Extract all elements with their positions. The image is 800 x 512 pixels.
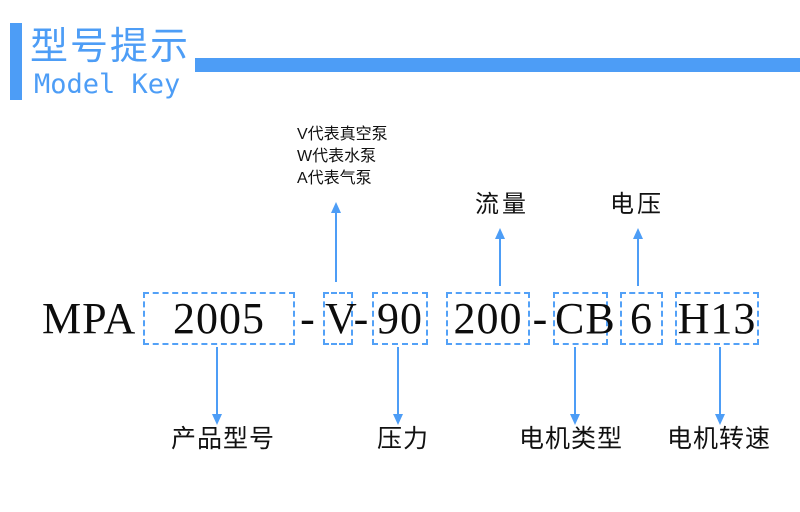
pump-type-note: V代表真空泵 W代表水泵 A代表气泵 — [297, 124, 388, 190]
flow-label: 流量 — [475, 192, 529, 218]
pressure-label: 压力 — [377, 426, 430, 453]
arrow-down-icon — [397, 347, 399, 414]
model-prefix: MPA — [42, 294, 137, 343]
page-title: 型号提示 — [30, 26, 191, 68]
model-segment-voltage: 6 — [620, 292, 663, 345]
arrow-down-icon — [719, 347, 721, 414]
arrow-down-icon — [216, 347, 218, 414]
model-separator: - — [532, 294, 549, 343]
model-segment-pump-type: V — [323, 292, 358, 345]
motor-type-label: 电机类型 — [519, 426, 624, 453]
model-segment-motor-type: CB — [553, 292, 616, 345]
model-segment-flow: 200 — [446, 292, 530, 345]
note-line: W代表水泵 — [297, 148, 377, 165]
note-line: A代表气泵 — [297, 170, 372, 187]
arrow-up-icon — [499, 239, 501, 286]
arrow-up-icon — [335, 213, 337, 282]
product-model-label: 产品型号 — [171, 426, 276, 453]
model-separator: - — [353, 294, 370, 343]
model-segment-motor-speed: H13 — [675, 292, 759, 345]
model-separator: - — [300, 294, 316, 343]
page-subtitle: Model Key — [34, 69, 181, 100]
arrow-up-icon — [637, 239, 639, 286]
note-line: V代表真空泵 — [297, 126, 388, 143]
model-segment-pressure: 90 — [372, 292, 428, 345]
model-segment-product-code: 2005 — [143, 292, 295, 345]
voltage-label: 电压 — [610, 192, 664, 218]
accent-vertical-bar — [10, 23, 22, 100]
arrow-down-icon — [574, 347, 576, 414]
motor-speed-label: 电机转速 — [667, 426, 772, 453]
accent-horizontal-bar — [195, 58, 800, 72]
